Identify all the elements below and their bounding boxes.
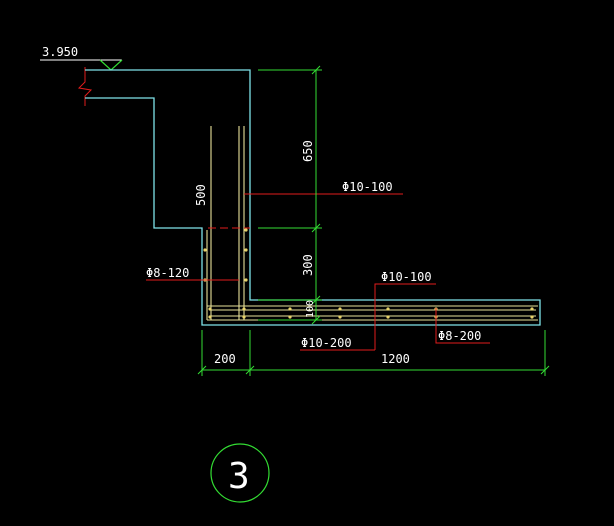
concrete-outline <box>85 69 541 326</box>
dim-300: 300 <box>301 254 315 276</box>
leader-lines <box>146 193 490 351</box>
rebar-dots <box>203 228 534 319</box>
label-phi10-200: Φ10-200 <box>301 336 352 350</box>
rebar-group <box>206 126 538 321</box>
detail-marker: 3 <box>210 443 270 503</box>
dimension-vertical-right <box>258 65 322 325</box>
dim-650: 650 <box>301 140 315 162</box>
elevation-marker: 3.950 <box>40 45 123 71</box>
dim-500: 500 <box>194 184 208 206</box>
dim-1200: 1200 <box>381 352 410 366</box>
label-phi10-100-lower: Φ10-100 <box>381 270 432 284</box>
label-phi8-120: Φ8-120 <box>146 266 189 280</box>
dimension-horizontal-bottom <box>197 330 550 376</box>
label-phi8-200: Φ8-200 <box>438 329 481 343</box>
break-line <box>77 67 93 106</box>
detail-number: 3 <box>228 456 250 497</box>
dim-200: 200 <box>214 352 236 366</box>
label-phi10-100-upper: Φ10-100 <box>342 180 393 194</box>
dim-100: 100 <box>305 300 316 318</box>
elevation-label: 3.950 <box>42 45 78 59</box>
